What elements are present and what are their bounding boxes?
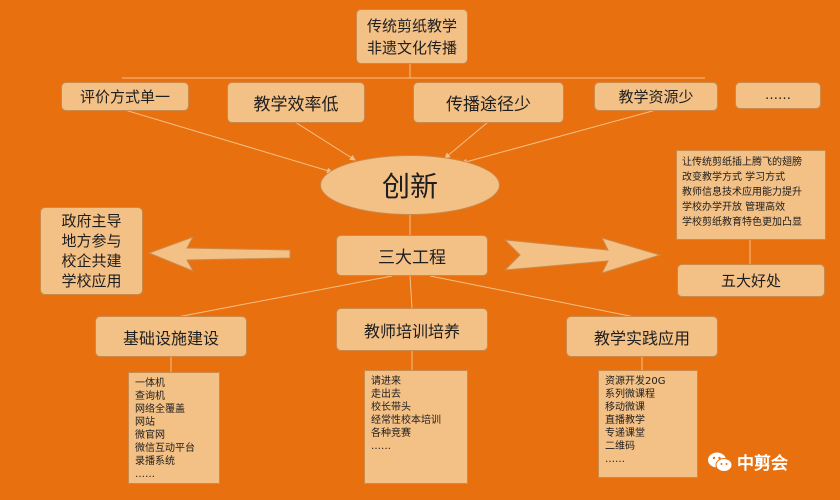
- infra-item-3: 网络全覆盖: [135, 404, 185, 415]
- topic-line-1: 传统剪纸教学: [366, 16, 457, 35]
- practice-item-7: ……: [605, 454, 625, 465]
- practice-item-5: 专递课堂: [605, 428, 645, 439]
- infra-item-1: 一体机: [135, 378, 165, 389]
- infra-item-2: 查询机: [135, 391, 165, 402]
- project-practice: 教学实践应用: [566, 316, 718, 357]
- benefits-list: 让传统剪纸插上腾飞的翅膀 改变教学方式 学习方式 教师信息技术应用能力提升 学校…: [676, 150, 826, 240]
- left-arrow-shape: [147, 236, 291, 272]
- watermark-logo: 中剪会: [707, 449, 788, 474]
- benefit-5: 学校剪纸教育特色更加凸显: [682, 217, 802, 228]
- project-infrastructure: 基础设施建设: [95, 316, 247, 357]
- problem-more: ……: [735, 82, 821, 109]
- infra-item-6: 微信互动平台: [135, 443, 195, 454]
- infra-item-5: 微官网: [135, 430, 165, 441]
- benefit-4: 学校办学开放 管理高效: [682, 202, 786, 213]
- training-item-2: 走出去: [371, 389, 401, 400]
- arrow-resources-to-innovation: [461, 109, 657, 165]
- project-training: 教师培训培养: [336, 308, 488, 351]
- stakeholders-box: 政府主导 地方参与 校企共建 学校应用: [40, 207, 143, 295]
- training-item-6: ……: [371, 441, 391, 452]
- watermark-text: 中剪会: [737, 454, 788, 474]
- practice-item-3: 移动微课: [605, 402, 645, 413]
- benefit-3: 教师信息技术应用能力提升: [682, 187, 802, 198]
- practice-item-1: 资源开发20G: [605, 376, 666, 387]
- arrow-efficiency-to-innovation: [294, 121, 356, 161]
- stakeholder-3: 校企共建: [61, 252, 122, 270]
- problem-evaluation: 评价方式单一: [61, 82, 189, 111]
- training-item-5: 各种竞赛: [371, 428, 411, 439]
- practice-item-4: 直播教学: [605, 415, 645, 426]
- stakeholder-2: 地方参与: [61, 232, 122, 250]
- infra-item-7: 录播系统: [135, 456, 175, 467]
- problem-resources: 教学资源少: [594, 82, 718, 111]
- practice-list: 资源开发20G 系列微课程 移动微课 直播教学 专递课堂 二维码 ……: [598, 370, 698, 478]
- problem-efficiency: 教学效率低: [227, 82, 365, 123]
- stakeholder-1: 政府主导: [61, 212, 122, 230]
- topic-line-2: 非遗文化传播: [366, 38, 457, 57]
- wechat-icon: [708, 452, 733, 472]
- engineering-box: 三大工程: [336, 235, 488, 276]
- benefit-1: 让传统剪纸插上腾飞的翅膀: [682, 157, 802, 168]
- stakeholder-4: 学校应用: [61, 272, 122, 290]
- practice-item-6: 二维码: [605, 441, 635, 452]
- practice-item-2: 系列微课程: [605, 389, 655, 400]
- arrow-evaluation-to-innovation: [124, 109, 333, 174]
- training-list: 请进来 走出去 校长带头 经常性校本培训 各种竞赛 ……: [364, 370, 468, 484]
- infra-item-8: ……: [135, 469, 155, 480]
- problem-channels: 传播途径少: [413, 82, 564, 123]
- training-item-4: 经常性校本培训: [371, 415, 441, 426]
- innovation-oval: 创新: [320, 155, 500, 215]
- infrastructure-list: 一体机 查询机 网络全覆盖 网站 微官网 微信互动平台 录播系统 ……: [128, 372, 220, 484]
- training-item-1: 请进来: [371, 376, 401, 387]
- benefits-box: 五大好处: [677, 264, 825, 297]
- arrow-channels-to-innovation: [444, 121, 489, 159]
- topic-box: 传统剪纸教学 非遗文化传播: [356, 9, 468, 64]
- right-arrow-shape: [503, 237, 662, 274]
- infra-item-4: 网站: [135, 417, 155, 428]
- training-item-3: 校长带头: [371, 402, 411, 413]
- benefit-2: 改变教学方式 学习方式: [682, 172, 786, 183]
